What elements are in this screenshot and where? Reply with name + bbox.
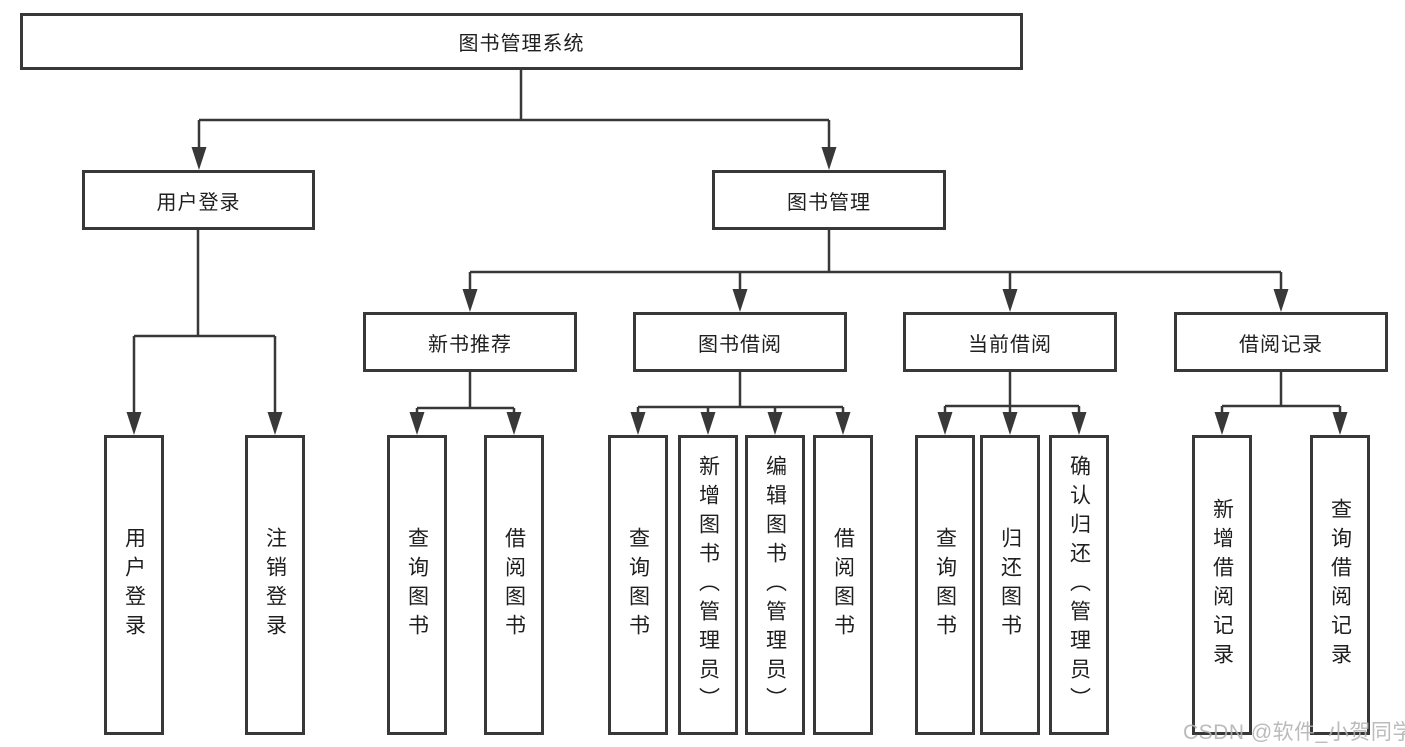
leaf-borrow-add-books-admin: 新增图书（管理员） [678, 435, 738, 735]
arrowhead-icon [937, 412, 953, 435]
arrowhead-icon [732, 289, 748, 312]
leaf-label: 查询图书 [405, 527, 429, 643]
leaf-current-confirm-return-admin: 确认归还（管理员） [1049, 435, 1109, 735]
arrowhead-icon [126, 412, 142, 435]
leaf-current-return-books: 归还图书 [980, 435, 1040, 735]
leaf-label: 确认归还（管理员） [1067, 454, 1091, 716]
leaf-label: 借阅图书 [831, 527, 855, 643]
connector-new-book-to-leaves [415, 372, 516, 414]
leaf-newrec-borrow-books: 借阅图书 [484, 435, 544, 735]
arrowhead-icon [462, 289, 478, 312]
connector-book-borrow-to-leaves [636, 372, 845, 414]
leaf-label: 注销登录 [263, 527, 287, 643]
connector-book-mgmt-to-level3 [468, 230, 1283, 291]
leaf-label: 新增图书（管理员） [696, 454, 720, 716]
connector-current-borrow-to-leaves [943, 372, 1081, 414]
node-borrowing-records: 借阅记录 [1174, 312, 1388, 372]
leaf-records-add-record: 新增借阅记录 [1192, 435, 1252, 735]
connector-user-login-to-leaves [132, 230, 277, 414]
leaf-borrow-borrow-books: 借阅图书 [813, 435, 873, 735]
leaf-label: 归还图书 [998, 527, 1022, 643]
arrowhead-icon [700, 412, 716, 435]
leaf-current-query-books: 查询图书 [915, 435, 975, 735]
arrowhead-icon [506, 412, 522, 435]
arrowhead-icon [630, 412, 646, 435]
arrowhead-icon [409, 412, 425, 435]
leaf-label: 借阅图书 [502, 527, 526, 643]
node-book-management: 图书管理 [712, 170, 946, 230]
leaf-logout: 注销登录 [245, 435, 305, 735]
csdn-watermark: CSDN @软件_小贺同学 [1183, 721, 1405, 744]
leaf-label: 编辑图书（管理员） [763, 454, 787, 716]
leaf-label: 查询图书 [626, 527, 650, 643]
arrowhead-icon [835, 412, 851, 435]
arrowhead-icon [1002, 412, 1018, 435]
arrowhead-icon [1002, 289, 1018, 312]
arrowhead-icon [1071, 412, 1087, 435]
leaf-label: 查询图书 [933, 527, 957, 643]
leaf-label: 用户登录 [122, 527, 146, 643]
connector-root-to-level2 [197, 70, 831, 150]
arrowhead-icon [1273, 289, 1289, 312]
leaf-newrec-query-books: 查询图书 [387, 435, 447, 735]
arrowhead-icon [191, 147, 207, 170]
leaf-label: 新增借阅记录 [1210, 498, 1234, 672]
connector-records-to-leaves [1220, 372, 1342, 414]
leaf-label: 查询借阅记录 [1328, 498, 1352, 672]
node-library-system: 图书管理系统 [20, 13, 1023, 70]
leaf-records-query-record: 查询借阅记录 [1310, 435, 1370, 735]
arrowhead-icon [267, 412, 283, 435]
leaf-borrow-query-books: 查询图书 [608, 435, 668, 735]
node-book-borrowing: 图书借阅 [633, 312, 847, 372]
arrowhead-icon [821, 147, 837, 170]
leaf-borrow-edit-books-admin: 编辑图书（管理员） [745, 435, 805, 735]
arrowhead-icon [1332, 412, 1348, 435]
leaf-user-login: 用户登录 [104, 435, 164, 735]
node-new-book-recommend: 新书推荐 [363, 312, 577, 372]
node-user-login: 用户登录 [82, 170, 315, 230]
arrowhead-icon [767, 412, 783, 435]
arrowhead-icon [1214, 412, 1230, 435]
node-current-borrowing: 当前借阅 [903, 312, 1117, 372]
